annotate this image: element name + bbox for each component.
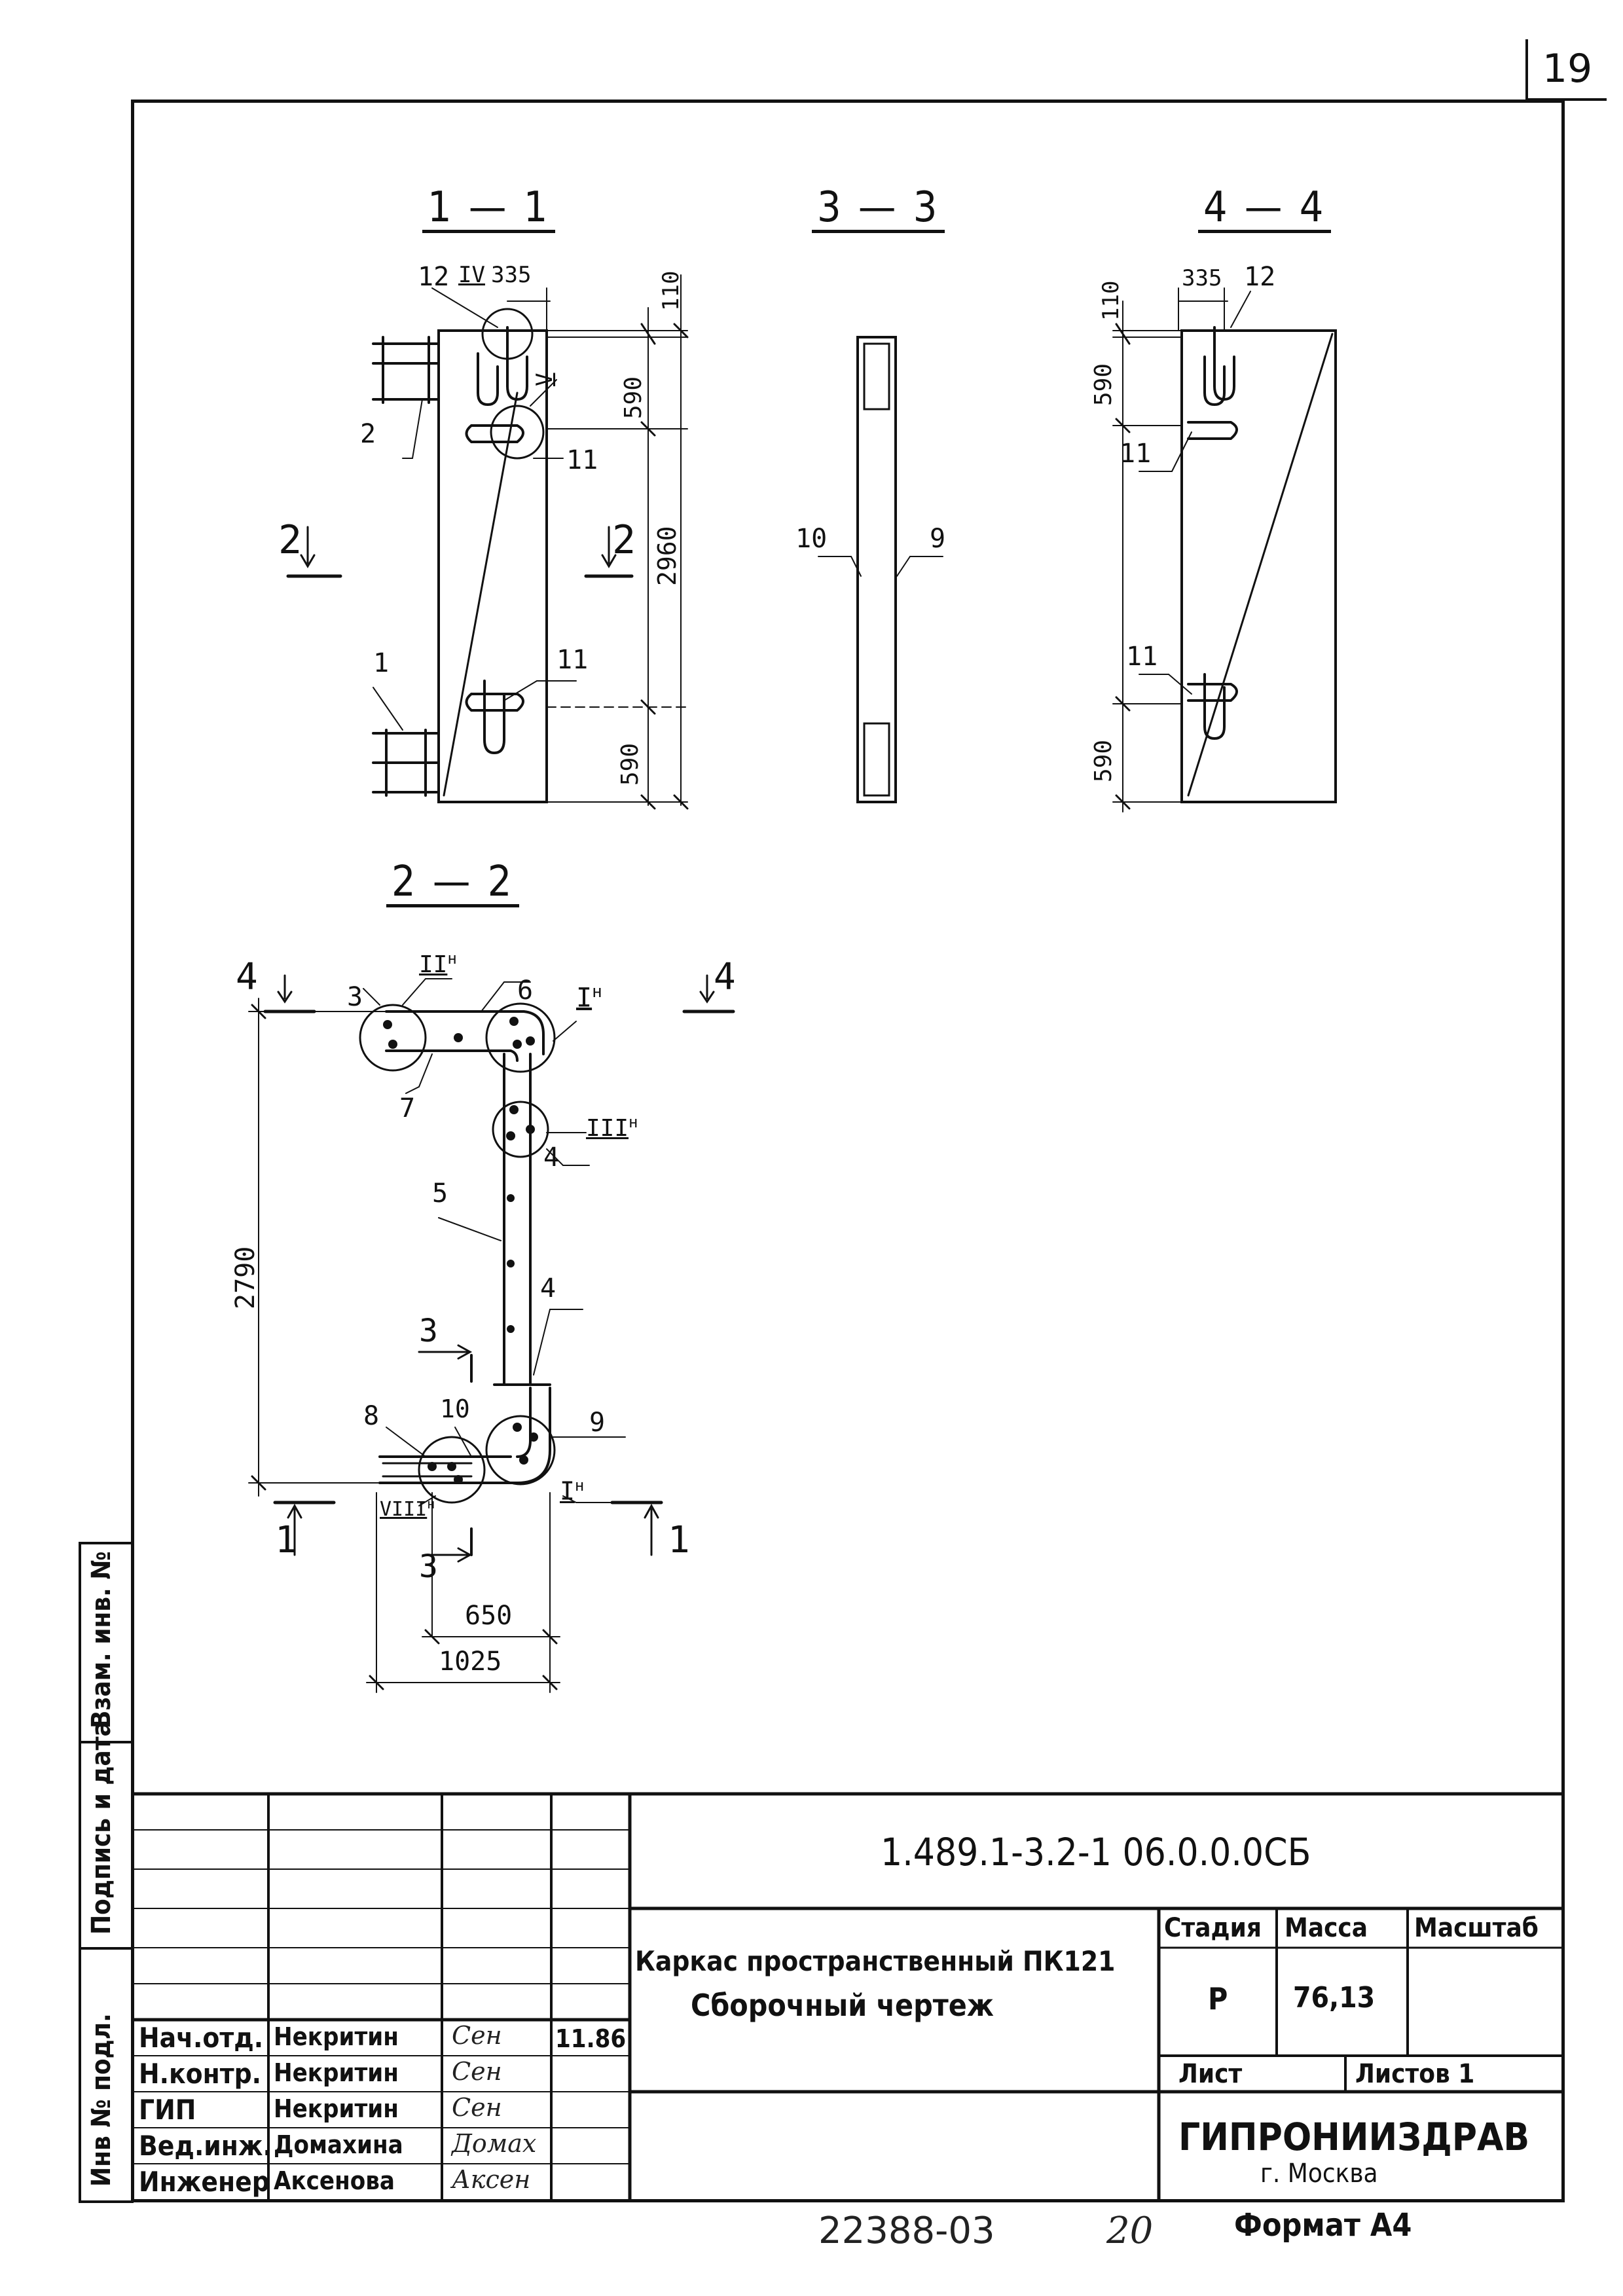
- section-title-3-3: 3 — 3: [812, 187, 945, 233]
- sec22-node-VIII-sup: н: [427, 1496, 435, 1512]
- sheet-number: 19: [1542, 46, 1593, 92]
- role-gip: ГИП: [139, 2094, 196, 2126]
- sec22-node-VIII-label: VIII: [380, 1498, 428, 1521]
- sec11-pos-12: 12: [418, 262, 450, 292]
- name-inzhener: Аксенова: [274, 2166, 395, 2195]
- format-label: Формат А4: [1234, 2207, 1412, 2244]
- sec22-dim-650: 650: [465, 1601, 513, 1631]
- col-mass: Масса: [1285, 1913, 1368, 1943]
- sec22-node-II-sup: н: [447, 949, 457, 968]
- sign-n-kontr: Сен: [452, 2057, 502, 2086]
- sec33-pos-9: 9: [930, 524, 946, 554]
- cage-bottom-left: [372, 729, 440, 797]
- sign-inzhener: Аксен: [452, 2165, 531, 2194]
- sec22-pos-6: 6: [517, 975, 534, 1006]
- sec22-node-III: IIIн: [586, 1113, 638, 1142]
- sec22-node-I-bot-label: I: [560, 1476, 575, 1506]
- stage-value: Р: [1208, 1981, 1228, 2016]
- name-n-kontr: Некритин: [274, 2058, 399, 2087]
- sec22-node-I-bot: Iн: [560, 1476, 584, 1506]
- sec22-pos-5: 5: [432, 1178, 448, 1209]
- sheet-label: Лист: [1178, 2059, 1243, 2089]
- name-nach-otd: Некритин: [274, 2022, 399, 2051]
- sign-date: 11.86: [555, 2024, 627, 2053]
- name-gip: Некритин: [274, 2094, 399, 2123]
- section-title-2-2: 2 — 2: [386, 861, 520, 907]
- archive-number: 22388-03: [818, 2210, 995, 2252]
- col-stage: Стадия: [1164, 1913, 1262, 1943]
- sec11-pos-11b: 11: [556, 645, 589, 675]
- sec44-pos-11a: 11: [1120, 439, 1152, 469]
- section-4-4-drawing: [1112, 287, 1337, 812]
- title-line2: Сборочный чертеж: [691, 1988, 994, 2023]
- sec22-node-III-label: III: [586, 1115, 629, 1142]
- sec33-pos-10: 10: [795, 524, 828, 554]
- section-title-1-1: 1 — 1: [422, 187, 556, 233]
- sec22-pos-3: 3: [347, 982, 363, 1012]
- sec44-pos-12: 12: [1244, 262, 1276, 292]
- sec22-cut4-left: 4: [236, 956, 258, 998]
- sec22-pos-4b: 4: [540, 1273, 556, 1303]
- sec22-pos-9: 9: [589, 1408, 606, 1438]
- drawing-canvas: [248, 274, 1337, 1693]
- sec22-node-III-sup: н: [629, 1113, 638, 1131]
- role-nach-otd: Нач.отд.: [139, 2022, 264, 2054]
- org-city: г. Москва: [1260, 2159, 1378, 2189]
- sec11-pos-11a: 11: [566, 445, 598, 475]
- role-n-kontr: Н.контр.: [139, 2058, 262, 2090]
- sec44-dim-335: 335: [1182, 265, 1222, 291]
- sec11-pos-2: 2: [360, 419, 376, 449]
- sec22-cut3-top: 3: [419, 1313, 438, 1349]
- sec22-dim-1025: 1025: [439, 1647, 502, 1677]
- cage-top-left: [372, 336, 440, 404]
- section-3-3-drawing: [818, 336, 943, 803]
- section-2-2-drawing: [248, 974, 735, 1693]
- org-name: ГИПРОНИИЗДРАВ: [1178, 2115, 1530, 2159]
- doc-code: 1.489.1-3.2-1 06.0.0.0СБ: [881, 1830, 1311, 1874]
- sec22-node-I-top: Iн: [576, 982, 602, 1013]
- sec11-node-IV: IV: [458, 262, 485, 288]
- sheets-label: Листов 1: [1355, 2059, 1475, 2089]
- sec22-pos-8: 8: [363, 1401, 380, 1431]
- sec22-pos-7: 7: [399, 1093, 416, 1123]
- role-inzhener: Инженер: [139, 2166, 270, 2198]
- drawing-frame: [131, 100, 1565, 2202]
- sec11-pos-1: 1: [373, 648, 390, 678]
- sec11-dim-335: 335: [491, 262, 532, 288]
- title-line1: Каркас пространственный ПК121: [635, 1945, 1116, 1977]
- sec11-cut2-left: 2: [278, 517, 302, 563]
- sign-nach-otd: Сен: [452, 2021, 502, 2050]
- sec11-cut2-right: 2: [612, 517, 636, 563]
- name-ved-inzh: Домахина: [274, 2130, 403, 2159]
- sec22-cut4-right: 4: [714, 956, 736, 998]
- section-1-1-drawing: [286, 274, 689, 810]
- sec22-node-II-label: II: [419, 951, 448, 978]
- side-stamp: [79, 1542, 134, 2203]
- sec22-cut1-left: 1: [275, 1519, 297, 1561]
- sec22-node-I-top-label: I: [576, 983, 593, 1013]
- sec22-node-VIII: VIIIн: [380, 1496, 435, 1521]
- mass-value: 76,13: [1293, 1981, 1376, 2014]
- sec22-cut3-bot: 3: [419, 1548, 438, 1585]
- col-scale: Масштаб: [1414, 1913, 1539, 1943]
- sec22-node-II: IIн: [419, 949, 457, 978]
- sec22-node-I-bot-sup: н: [574, 1476, 585, 1495]
- section-title-4-4: 4 — 4: [1198, 187, 1332, 233]
- sec22-pos-4a: 4: [543, 1142, 560, 1173]
- sign-ved-inzh: Домах: [452, 2129, 537, 2158]
- sec22-cut1-right: 1: [668, 1519, 690, 1561]
- sec22-node-I-top-sup: н: [592, 982, 602, 1002]
- sheet-number-box: 19: [1525, 39, 1607, 101]
- page-number: 20: [1106, 2210, 1154, 2252]
- sign-gip: Сен: [452, 2093, 502, 2122]
- sec22-pos-10: 10: [440, 1394, 470, 1423]
- sec44-pos-11b: 11: [1126, 642, 1158, 672]
- role-ved-inzh: Вед.инж.: [139, 2130, 272, 2162]
